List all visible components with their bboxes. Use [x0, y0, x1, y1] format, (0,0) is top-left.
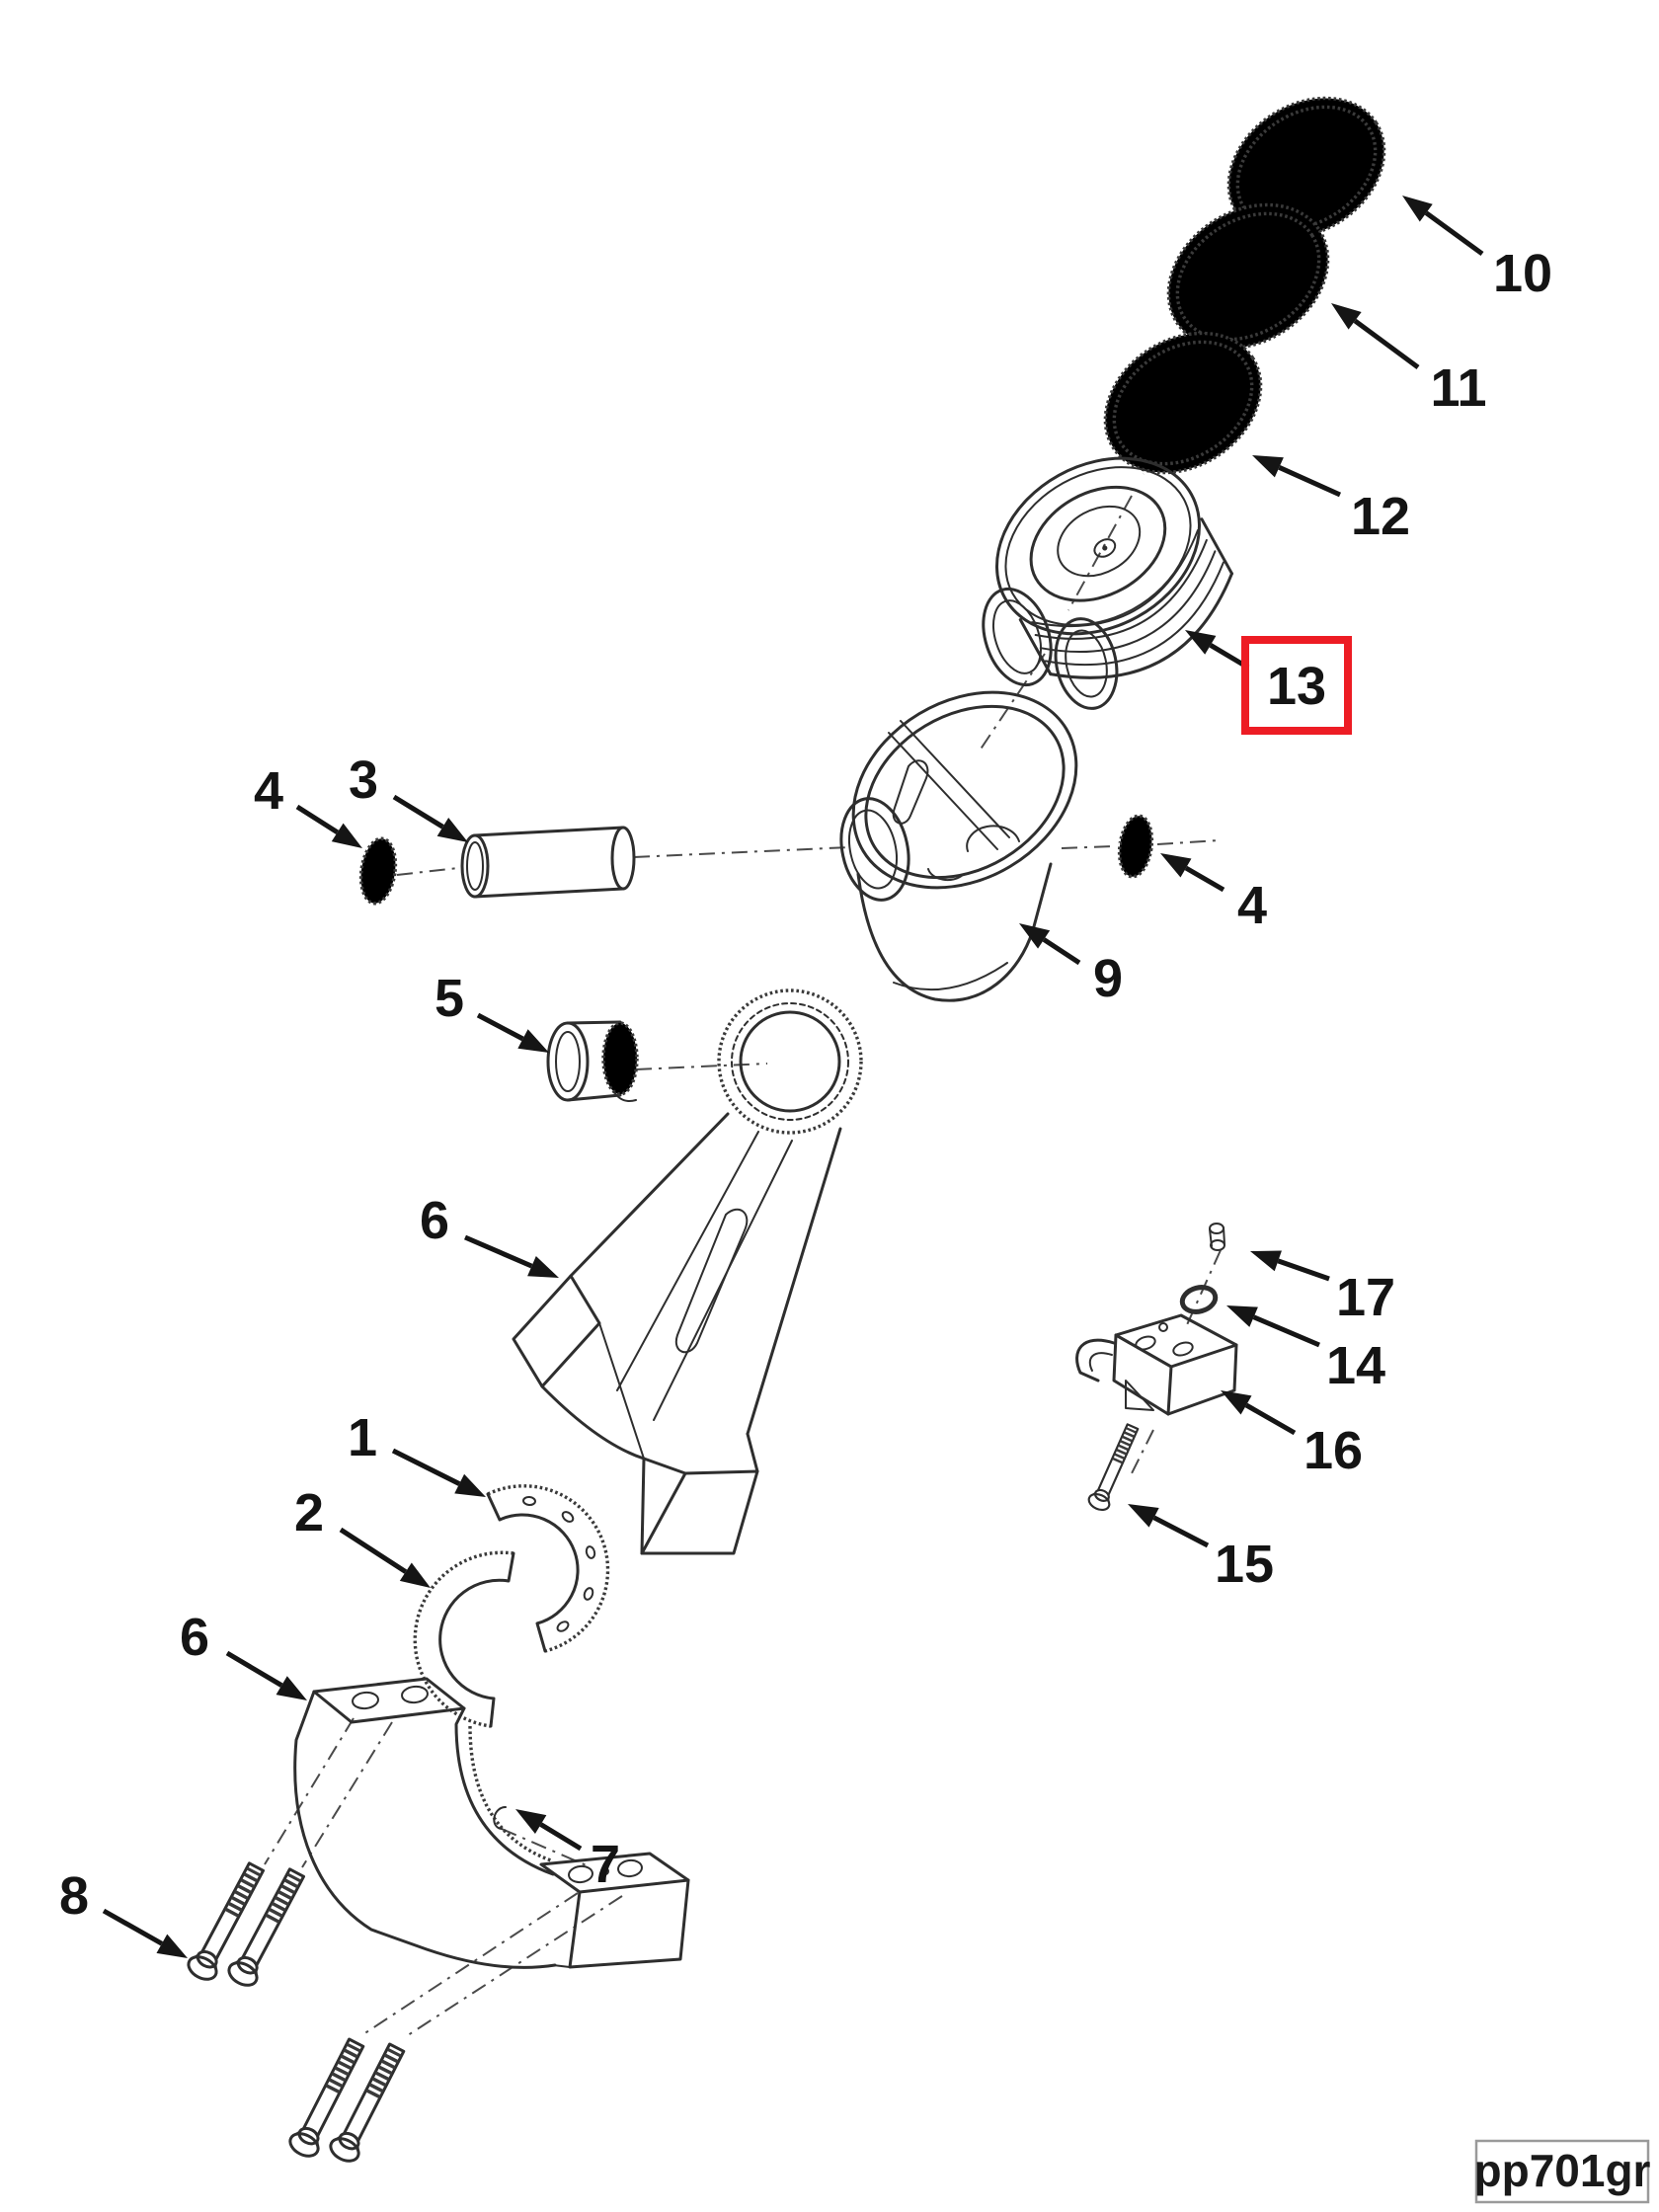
- cooling-nozzle-part: [1075, 1313, 1238, 1416]
- callout-arrow-line: [1244, 1402, 1297, 1436]
- callout-label-8: 8: [59, 1866, 89, 1926]
- callout-14: 14: [1226, 1305, 1385, 1395]
- callout-label-4: 4: [1237, 876, 1267, 935]
- callout-arrow-line: [464, 1234, 533, 1269]
- pin-bushing-part: [546, 1020, 639, 1102]
- nozzle-pin-part: [1209, 1223, 1225, 1251]
- callout-7: 7: [515, 1809, 620, 1894]
- callout-arrowhead: [1128, 1504, 1159, 1528]
- callout-arrow-line: [295, 804, 340, 835]
- callout-arrowhead: [331, 823, 362, 848]
- callout-arrowhead: [1250, 1250, 1282, 1272]
- callout-8: 8: [59, 1866, 188, 1958]
- figure-code-box: pp701gr: [1474, 2139, 1651, 2204]
- rod-bearing-lower-part: [413, 1550, 515, 1728]
- callout-label-11: 11: [1430, 358, 1486, 418]
- callout-arrow-line: [1353, 318, 1420, 370]
- callout-label-10: 10: [1493, 244, 1552, 303]
- callout-10: 10: [1402, 196, 1552, 303]
- callout-arrow-line: [1184, 865, 1225, 893]
- retaining-ring-left-part: [358, 836, 398, 906]
- callout-arrowhead: [156, 1934, 188, 1958]
- compression-ring-second-part: [1166, 202, 1330, 351]
- dowel-pin-part: [493, 1806, 507, 1830]
- callout-arrowhead: [1019, 923, 1051, 949]
- piston-crown-part: [982, 456, 1233, 710]
- callout-12: 12: [1252, 455, 1410, 546]
- callout-11: 11: [1331, 303, 1487, 418]
- callout-6-7: 6: [180, 1608, 307, 1700]
- callout-arrowhead: [276, 1676, 307, 1700]
- callout-arrowhead: [1160, 853, 1192, 878]
- callout-17: 17: [1250, 1250, 1395, 1327]
- callout-13: 13: [1185, 630, 1352, 735]
- callout-arrow-line: [392, 794, 444, 830]
- callout-label-6: 6: [420, 1191, 449, 1250]
- callout-arrow-line: [1152, 1515, 1210, 1548]
- callout-arrowhead: [1402, 196, 1433, 222]
- rod-cap-part: [293, 1677, 690, 1969]
- callout-3: 3: [349, 750, 468, 842]
- callout-arrow-line: [476, 1012, 524, 1042]
- callout-label-9: 9: [1093, 949, 1123, 1008]
- compression-ring-top-part: [1226, 96, 1386, 240]
- callout-9: 9: [1019, 923, 1123, 1008]
- callout-label-3: 3: [349, 750, 378, 810]
- rod-bearing-upper-part: [486, 1484, 610, 1653]
- piston-body-part: [839, 690, 1078, 1002]
- callout-label-15: 15: [1215, 1535, 1274, 1594]
- callout-arrowhead: [1185, 630, 1217, 655]
- callout-4-3: 4: [254, 761, 362, 848]
- callout-arrowhead: [1252, 455, 1284, 478]
- callout-arrow-line: [1042, 937, 1081, 966]
- callout-label-1: 1: [348, 1408, 377, 1467]
- callout-label-17: 17: [1336, 1268, 1395, 1327]
- callout-arrow-line: [1278, 465, 1342, 498]
- callout-label-6: 6: [180, 1608, 209, 1667]
- callout-label-4: 4: [254, 761, 283, 821]
- callout-label-2: 2: [294, 1483, 324, 1542]
- nozzle-oring-part: [1179, 1285, 1219, 1314]
- callout-label-12: 12: [1351, 487, 1410, 546]
- callout-16: 16: [1221, 1390, 1363, 1480]
- callout-label-14: 14: [1326, 1336, 1385, 1395]
- callout-label-7: 7: [591, 1835, 620, 1894]
- callout-arrow-line: [1424, 210, 1484, 257]
- callout-arrow-line: [539, 1822, 583, 1852]
- callout-1: 1: [348, 1408, 486, 1497]
- callout-arrow-line: [1252, 1314, 1320, 1348]
- callout-arrowhead: [436, 817, 468, 842]
- callout-2: 2: [294, 1483, 431, 1588]
- callout-arrowhead: [1331, 303, 1362, 330]
- callout-label-5: 5: [434, 969, 464, 1028]
- callout-arrow-line: [339, 1527, 408, 1574]
- callout-arrowhead: [454, 1473, 486, 1497]
- callout-arrowhead: [1226, 1305, 1258, 1327]
- rod-bolts-part: [185, 1860, 410, 2166]
- oil-ring-part: [1103, 331, 1263, 475]
- callout-arrow-line: [102, 1908, 164, 1946]
- callout-label-13: 13: [1267, 657, 1326, 716]
- callout-arrowhead: [527, 1256, 559, 1278]
- piston-pin-part: [460, 826, 636, 899]
- figure-code: pp701gr: [1474, 2145, 1651, 2196]
- retaining-ring-right-part: [1117, 814, 1154, 879]
- callout-arrowhead: [515, 1809, 547, 1834]
- callout-4-4: 4: [1160, 853, 1267, 935]
- callout-arrow-line: [225, 1650, 283, 1688]
- callout-arrowhead: [517, 1029, 549, 1053]
- callout-arrow-line: [391, 1448, 461, 1486]
- callout-6-6: 6: [420, 1191, 559, 1278]
- callout-arrowhead: [399, 1562, 431, 1588]
- highlight-box: [1241, 636, 1352, 735]
- callout-5: 5: [434, 969, 549, 1053]
- callout-arrow-line: [1277, 1258, 1330, 1282]
- callout-label-16: 16: [1304, 1421, 1363, 1480]
- callout-15: 15: [1128, 1504, 1274, 1594]
- connecting-rod-part: [512, 988, 863, 1555]
- callout-arrowhead: [1221, 1390, 1252, 1415]
